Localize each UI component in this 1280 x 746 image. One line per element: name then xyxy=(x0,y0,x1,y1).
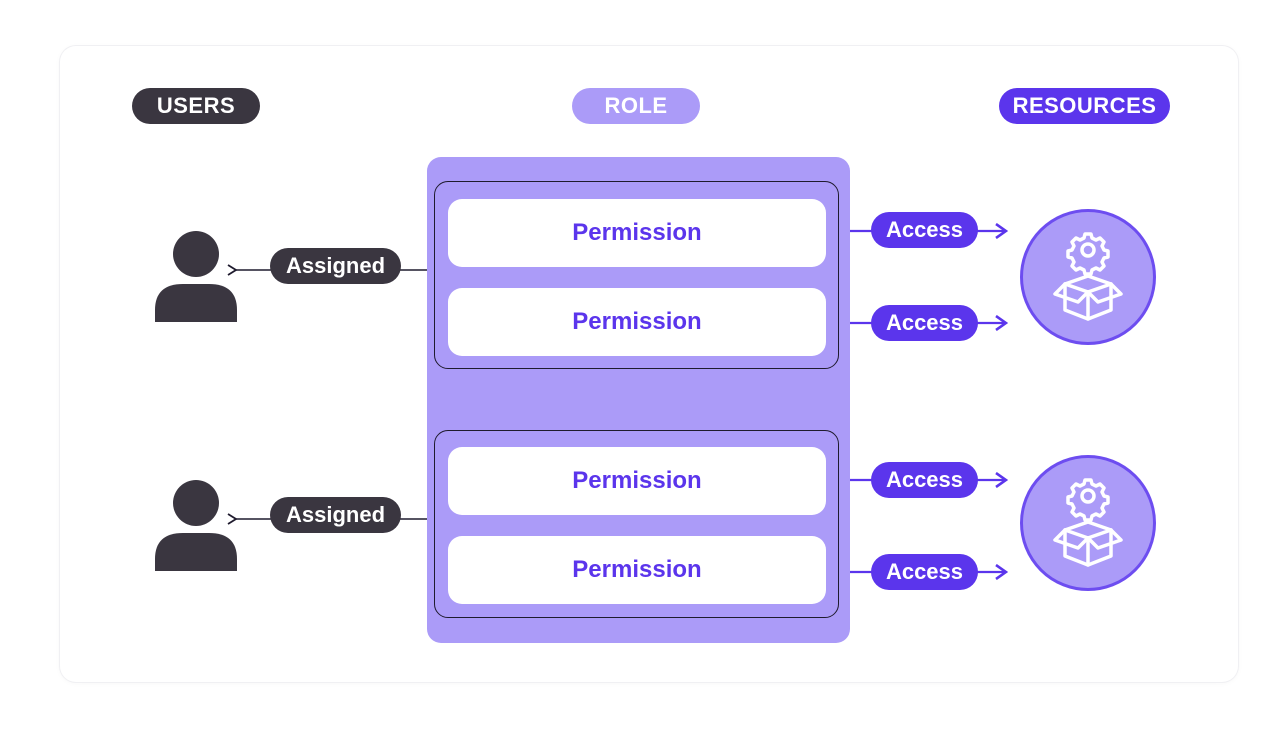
permission-box: Permission xyxy=(448,447,826,515)
gear-box-icon xyxy=(1053,478,1123,567)
permission-box: Permission xyxy=(448,536,826,604)
access-label: Access xyxy=(871,212,978,248)
permission-box: Permission xyxy=(448,199,826,267)
assigned-label: Assigned xyxy=(270,248,401,284)
access-label: Access xyxy=(871,554,978,590)
permission-group-1 xyxy=(434,181,839,369)
access-label: Access xyxy=(871,305,978,341)
resource-node xyxy=(1020,209,1156,345)
permission-group-2 xyxy=(434,430,839,618)
permission-box: Permission xyxy=(448,288,826,356)
header-resources: RESOURCES xyxy=(999,88,1170,124)
header-role: ROLE xyxy=(572,88,700,124)
access-label: Access xyxy=(871,462,978,498)
user-icon xyxy=(155,231,237,322)
gear-box-icon xyxy=(1053,232,1123,321)
assigned-label: Assigned xyxy=(270,497,401,533)
user-icon xyxy=(155,480,237,571)
resource-node xyxy=(1020,455,1156,591)
header-users: USERS xyxy=(132,88,260,124)
